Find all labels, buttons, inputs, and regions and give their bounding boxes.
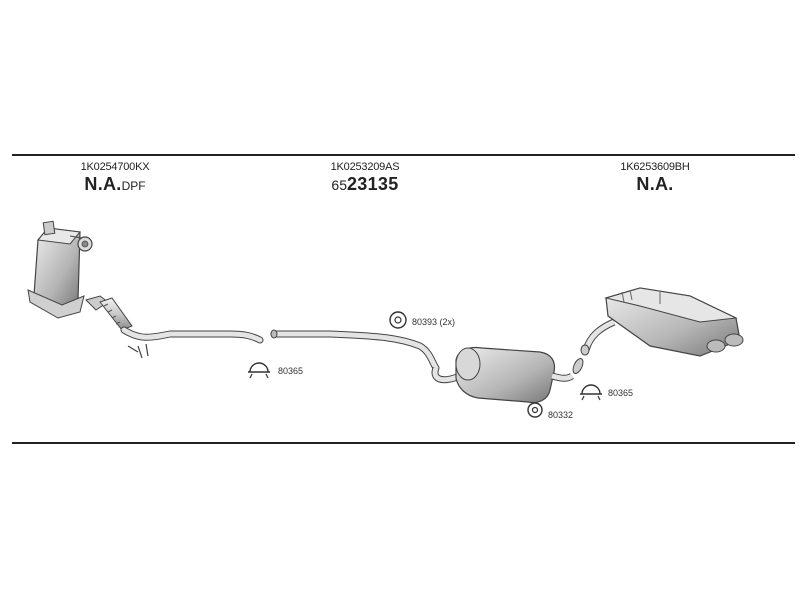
callout-hanger-middle: 80393 (2x)	[389, 311, 455, 329]
part-name-rear: N.A.	[636, 174, 674, 194]
part-code-dpf: 1K0254700KX	[80, 161, 150, 173]
callout-clamp-right: 80365	[580, 384, 633, 401]
top-divider	[12, 154, 795, 156]
callout-hanger-lower: 80332	[527, 402, 573, 420]
bottom-divider	[12, 442, 795, 444]
section-header-rear: 1K6253609BH N.A.	[590, 161, 720, 195]
section-header-middle: 1K0253209AS 6523135	[300, 161, 430, 195]
middle-silencer	[455, 346, 584, 404]
front-pipe	[85, 295, 264, 359]
part-name-middle: 23135	[347, 174, 399, 194]
callout-label: 80393 (2x)	[412, 317, 455, 327]
middle-pipe	[270, 329, 462, 384]
callout-label: 80365	[278, 366, 303, 376]
part-suffix-dpf: DPF	[121, 179, 146, 193]
part-name-dpf: N.A.	[84, 174, 122, 194]
part-code-middle: 1K0253209AS	[330, 161, 400, 173]
callout-clamp-left: 80365	[248, 362, 303, 379]
section-header-dpf: 1K0254700KX N.A.DPF	[55, 161, 175, 195]
callout-label: 80365	[608, 388, 633, 398]
part-prefix-middle: 65	[331, 177, 347, 193]
callout-label: 80332	[548, 410, 573, 420]
dpf-unit	[27, 220, 93, 319]
part-code-rear: 1K6253609BH	[620, 161, 690, 173]
rear-silencer	[580, 287, 744, 357]
